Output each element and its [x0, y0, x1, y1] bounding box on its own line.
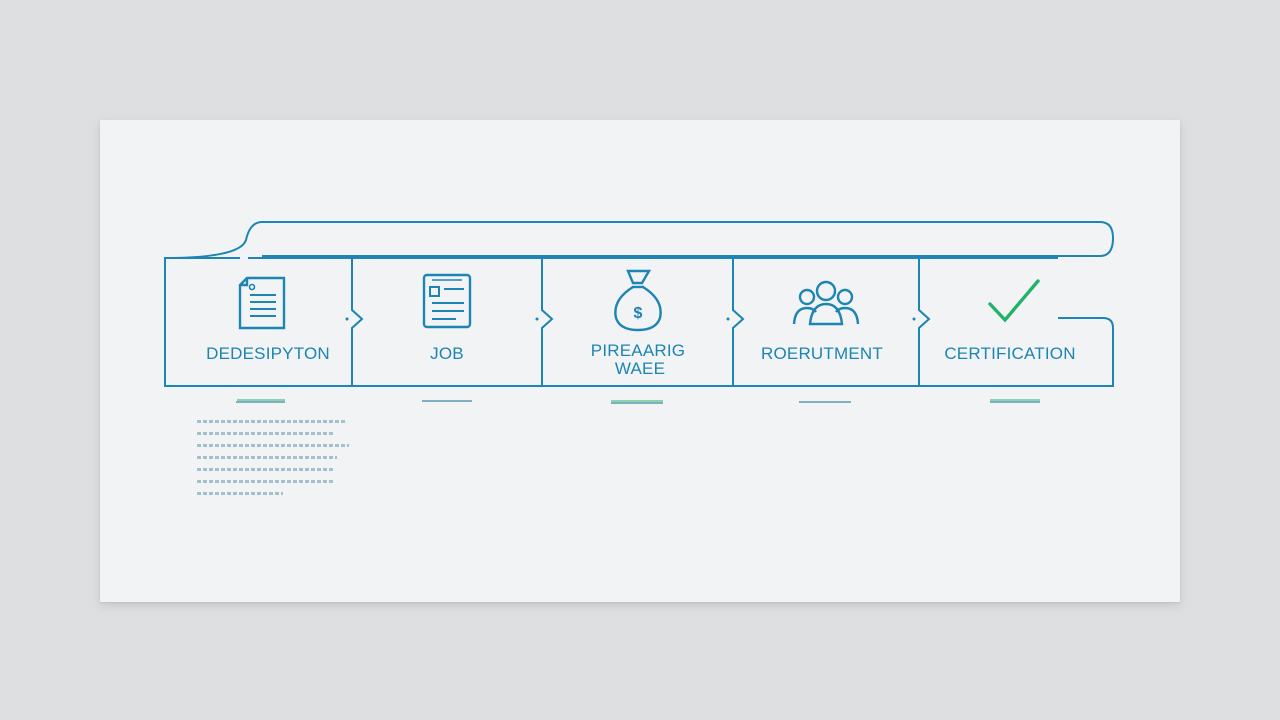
placeholder-line	[197, 420, 347, 423]
connector-marks	[345, 317, 916, 321]
step-label-job: JOB	[430, 344, 464, 363]
form-document-icon	[422, 273, 472, 329]
connector-dot	[345, 317, 349, 321]
step-label-wage-line-2: WAEE	[615, 359, 665, 378]
step-label-description: DEDESIPYTON	[206, 344, 330, 363]
step-label-wage-line-1: PIREAARIG	[591, 341, 685, 360]
group-people-icon	[792, 280, 860, 326]
step-box-certification	[919, 257, 1114, 387]
placeholder-line	[197, 492, 283, 495]
money-bag-icon: $	[614, 269, 662, 332]
diagram-card	[100, 120, 1180, 602]
placeholder-line	[197, 480, 333, 483]
placeholder-line	[197, 456, 337, 459]
svg-text:$: $	[634, 305, 643, 322]
underline-marks	[236, 399, 1040, 404]
placeholder-line	[197, 432, 335, 435]
step-box-job	[352, 257, 554, 387]
step-box-recruitment	[733, 257, 931, 387]
checkmark-icon	[988, 279, 1040, 323]
connector-dot	[912, 317, 916, 321]
placeholder-line	[197, 468, 333, 471]
step-boxes	[164, 257, 1114, 387]
description-placeholder-text	[197, 420, 357, 504]
header-bracket	[164, 221, 1115, 259]
step-label-recruitment: ROERUTMENT	[761, 344, 883, 363]
connector-dot	[535, 317, 539, 321]
step-box-description	[164, 257, 364, 387]
step-label-certification: CERTIFICATION	[944, 344, 1075, 363]
placeholder-line	[197, 444, 349, 447]
connector-dot	[726, 317, 730, 321]
document-icon	[238, 276, 286, 330]
